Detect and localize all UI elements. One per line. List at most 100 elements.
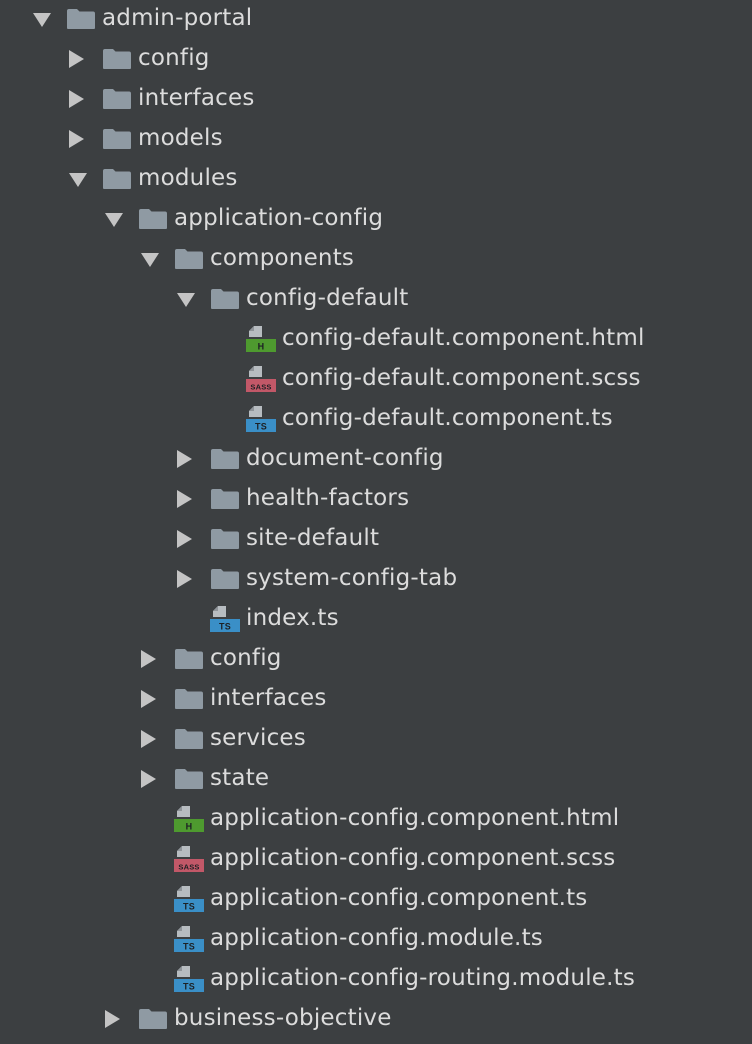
chevron-right-icon[interactable]: [69, 50, 84, 68]
tree-item-label: config-default: [246, 285, 409, 312]
chevron-right-icon[interactable]: [105, 1010, 120, 1028]
tree-item-label: config: [138, 45, 210, 72]
tree-folder-interfaces[interactable]: interfaces: [0, 679, 752, 719]
chevron-right-icon[interactable]: [141, 730, 156, 748]
tree-folder-site-default[interactable]: site-default: [0, 519, 752, 559]
folder-icon: [138, 1008, 168, 1030]
html-file-icon: H: [173, 805, 205, 833]
tree-item-label: index.ts: [246, 605, 339, 632]
tree-item-label: state: [210, 765, 270, 792]
chevron-down-icon[interactable]: [33, 13, 51, 27]
chevron-right-icon[interactable]: [177, 570, 192, 588]
tree-item-label: application-config.component.scss: [210, 845, 616, 872]
chevron-down-icon[interactable]: [69, 173, 87, 187]
sass-file-icon: SASS: [173, 845, 205, 873]
tree-folder-application-config[interactable]: application-config: [0, 199, 752, 239]
tree-item-label: application-config.component.html: [210, 805, 620, 832]
folder-icon: [102, 88, 132, 110]
ts-file-icon: TS: [209, 605, 241, 633]
folder-icon: [174, 248, 204, 270]
tree-item-label: models: [138, 125, 223, 152]
tree-file-config-default-component-scss[interactable]: SASS config-default.component.scss: [0, 359, 752, 399]
folder-icon: [102, 168, 132, 190]
tree-folder-system-config-tab[interactable]: system-config-tab: [0, 559, 752, 599]
tree-item-label: application-config.component.ts: [210, 885, 588, 912]
tree-item-label: components: [210, 245, 355, 272]
folder-icon: [138, 208, 168, 230]
chevron-right-icon[interactable]: [177, 450, 192, 468]
tree-folder-config[interactable]: config: [0, 39, 752, 79]
tree-item-label: application-config-routing.module.ts: [210, 965, 636, 992]
tree-item-label: document-config: [246, 445, 444, 472]
svg-text:SASS: SASS: [250, 383, 271, 392]
folder-icon: [210, 528, 240, 550]
html-file-icon: H: [245, 325, 277, 353]
folder-icon: [102, 48, 132, 70]
chevron-down-icon[interactable]: [105, 213, 123, 227]
tree-folder-health-factors[interactable]: health-factors: [0, 479, 752, 519]
tree-item-label: application-config: [174, 205, 384, 232]
svg-text:TS: TS: [219, 622, 231, 632]
tree-folder-models[interactable]: models: [0, 119, 752, 159]
svg-text:TS: TS: [183, 902, 195, 912]
tree-item-label: system-config-tab: [246, 565, 458, 592]
tree-item-label: config: [210, 645, 282, 672]
svg-text:H: H: [258, 342, 265, 352]
chevron-right-icon[interactable]: [69, 90, 84, 108]
tree-item-label: interfaces: [210, 685, 327, 712]
chevron-right-icon[interactable]: [141, 650, 156, 668]
tree-folder-interfaces[interactable]: interfaces: [0, 79, 752, 119]
sass-file-icon: SASS: [245, 365, 277, 393]
chevron-right-icon[interactable]: [141, 690, 156, 708]
tree-folder-modules[interactable]: modules: [0, 159, 752, 199]
tree-item-label: modules: [138, 165, 238, 192]
tree-file-application-config-module-ts[interactable]: TS application-config.module.ts: [0, 919, 752, 959]
tree-folder-config[interactable]: config: [0, 639, 752, 679]
svg-text:TS: TS: [183, 982, 195, 992]
svg-text:TS: TS: [255, 422, 267, 432]
svg-text:SASS: SASS: [178, 863, 199, 872]
tree-file-application-config-routing-module-ts[interactable]: TS application-config-routing.module.ts: [0, 959, 752, 999]
svg-text:TS: TS: [183, 942, 195, 952]
tree-folder-services[interactable]: services: [0, 719, 752, 759]
tree-item-label: health-factors: [246, 485, 410, 512]
tree-item-label: config-default.component.html: [282, 325, 645, 352]
tree-file-index-ts[interactable]: TS index.ts: [0, 599, 752, 639]
folder-icon: [102, 128, 132, 150]
tree-item-label: config-default.component.scss: [282, 365, 641, 392]
tree-item-label: interfaces: [138, 85, 255, 112]
tree-folder-config-default[interactable]: config-default: [0, 279, 752, 319]
tree-item-label: site-default: [246, 525, 380, 552]
chevron-right-icon[interactable]: [141, 770, 156, 788]
tree-folder-state[interactable]: state: [0, 759, 752, 799]
folder-icon: [174, 768, 204, 790]
tree-item-label: services: [210, 725, 306, 752]
chevron-right-icon[interactable]: [69, 130, 84, 148]
folder-icon: [174, 688, 204, 710]
tree-folder-components[interactable]: components: [0, 239, 752, 279]
svg-text:H: H: [186, 822, 193, 832]
chevron-down-icon[interactable]: [141, 253, 159, 267]
tree-file-application-config-component-scss[interactable]: SASS application-config.component.scss: [0, 839, 752, 879]
tree-item-label: admin-portal: [102, 5, 253, 32]
tree-item-label: business-objective: [174, 1005, 392, 1032]
tree-folder-document-config[interactable]: document-config: [0, 439, 752, 479]
folder-icon: [210, 288, 240, 310]
folder-icon: [210, 568, 240, 590]
tree-file-application-config-component-ts[interactable]: TS application-config.component.ts: [0, 879, 752, 919]
ts-file-icon: TS: [173, 965, 205, 993]
chevron-down-icon[interactable]: [177, 293, 195, 307]
folder-icon: [66, 8, 96, 30]
tree-folder-business-objective[interactable]: business-objective: [0, 999, 752, 1039]
ts-file-icon: TS: [173, 925, 205, 953]
folder-icon: [174, 728, 204, 750]
tree-folder-admin-portal[interactable]: admin-portal: [0, 0, 752, 39]
ts-file-icon: TS: [245, 405, 277, 433]
chevron-right-icon[interactable]: [177, 530, 192, 548]
tree-item-label: application-config.module.ts: [210, 925, 543, 952]
chevron-right-icon[interactable]: [177, 490, 192, 508]
